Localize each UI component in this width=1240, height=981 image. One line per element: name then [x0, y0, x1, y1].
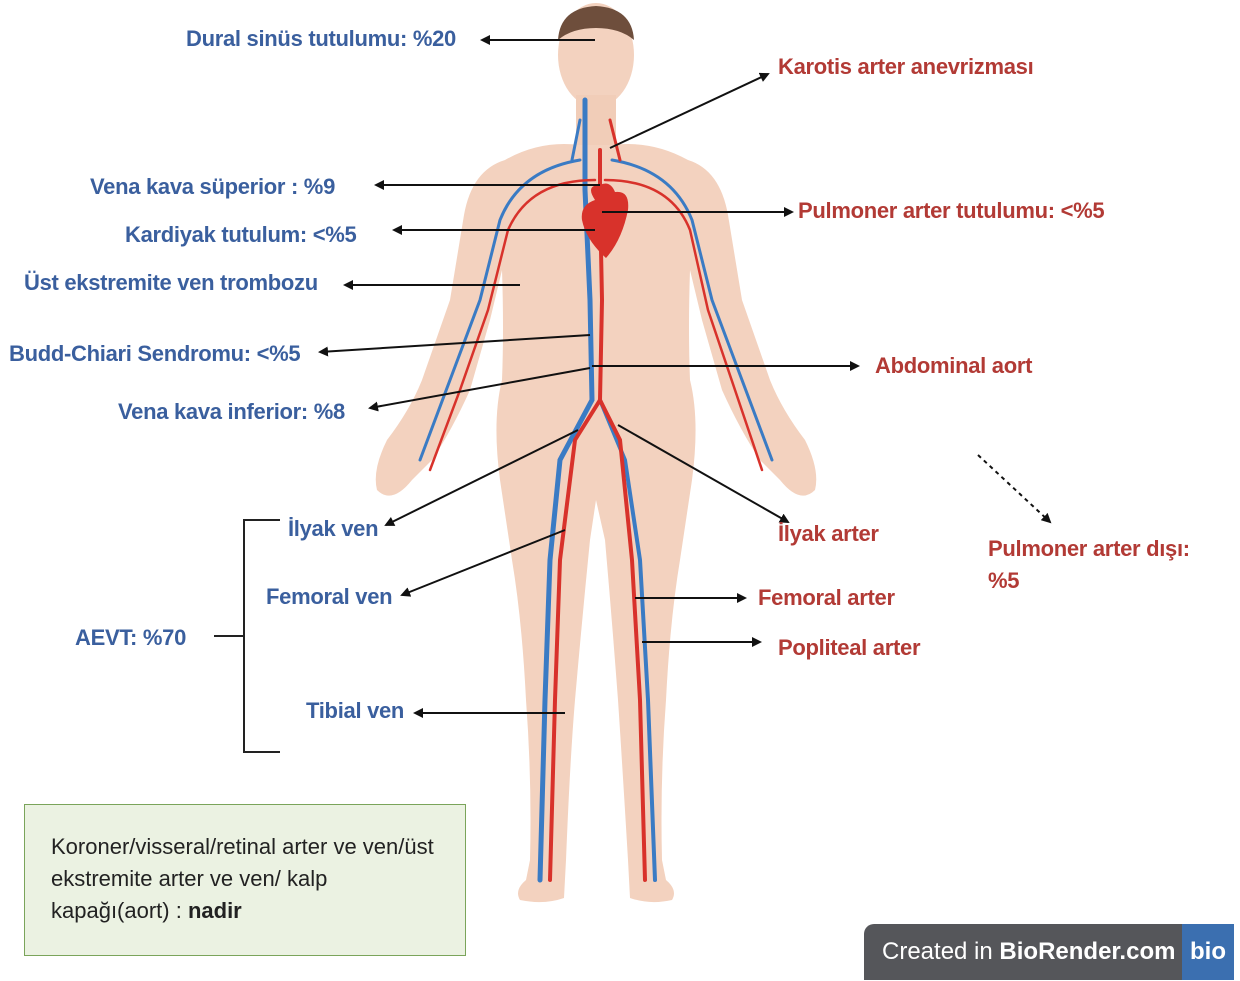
human-body-figure [376, 3, 817, 902]
note-emphasis: nadir [188, 898, 242, 923]
label-femoral-ven: Femoral ven [266, 584, 392, 610]
label-kardiyak-tutulum: Kardiyak tutulum: <%5 [125, 222, 356, 248]
badge-brand: BioRender.com [999, 938, 1175, 965]
badge-text: Created in BioRender.com [882, 938, 1175, 966]
label-pulmoner-disi-line2: %5 [988, 568, 1019, 594]
label-vena-kava-inferior: Vena kava inferior: %8 [118, 399, 345, 425]
note-text: Koroner/visseral/retinal arter ve ven/üs… [51, 834, 434, 923]
label-ust-ekstremite: Üst ekstremite ven trombozu [24, 270, 318, 296]
label-femoral-arter: Femoral arter [758, 585, 895, 611]
label-ilyak-ven: İlyak ven [288, 516, 378, 542]
label-tibial-ven: Tibial ven [306, 698, 404, 724]
aevt-bracket [214, 520, 280, 752]
label-pulmoner-disi-line1: Pulmoner arter dışı: [988, 536, 1190, 562]
label-karotis-arter: Karotis arter anevrizması [778, 54, 1033, 80]
biorender-logo-icon: bio [1182, 924, 1234, 980]
label-pulmoner-arter: Pulmoner arter tutulumu: <%5 [798, 198, 1104, 224]
label-dural-sinus: Dural sinüs tutulumu: %20 [186, 26, 456, 52]
label-popliteal-arter: Popliteal arter [778, 635, 920, 661]
biorender-badge[interactable]: Created in BioRender.com bio [864, 924, 1234, 980]
label-budd-chiari: Budd-Chiari Sendromu: <%5 [9, 341, 300, 367]
label-abdominal-aort: Abdominal aort [875, 353, 1032, 379]
rare-involvement-note: Koroner/visseral/retinal arter ve ven/üs… [24, 804, 466, 956]
badge-prefix: Created in [882, 938, 999, 965]
label-vena-kava-superior: Vena kava süperior : %9 [90, 174, 335, 200]
label-aevt: AEVT: %70 [75, 625, 186, 651]
label-ilyak-arter: İlyak arter [778, 521, 879, 547]
